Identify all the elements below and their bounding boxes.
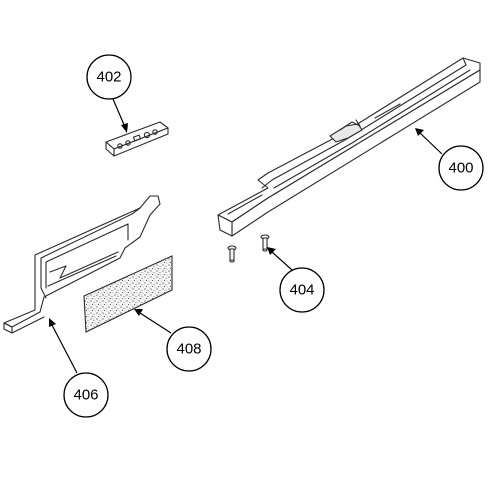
- callout-400-label: 400: [448, 160, 473, 177]
- callout-408-label: 408: [176, 341, 201, 358]
- callout-406-label: 406: [73, 387, 98, 404]
- leader-406: [51, 324, 78, 374]
- arrow-400: [415, 128, 424, 136]
- callout-404-label: 404: [289, 282, 314, 299]
- part-400-rail: [217, 57, 481, 237]
- part-406-bracket: [3, 195, 161, 334]
- leader-400: [419, 132, 443, 155]
- leader-402: [112, 98, 126, 128]
- arrow-406: [49, 318, 56, 327]
- leader-lines: [49, 98, 443, 374]
- leader-408: [139, 312, 172, 334]
- arrow-402: [121, 123, 128, 133]
- screw-left: [227, 245, 237, 263]
- callout-400: 400: [438, 145, 484, 191]
- part-408-foam: [83, 255, 173, 333]
- screw-right: [260, 234, 270, 252]
- rail-clip: [329, 119, 363, 143]
- arrow-404: [267, 247, 276, 255]
- callout-402: 402: [86, 54, 132, 100]
- callout-408: 408: [166, 326, 212, 372]
- callout-404: 404: [279, 267, 325, 313]
- leader-404: [271, 251, 293, 271]
- arrow-408: [134, 309, 143, 316]
- part-402-plate: [105, 121, 169, 157]
- callout-402-label: 402: [96, 69, 121, 86]
- part-404-screws: [227, 234, 270, 263]
- plate-slots: [117, 129, 158, 149]
- callout-406: 406: [63, 372, 109, 418]
